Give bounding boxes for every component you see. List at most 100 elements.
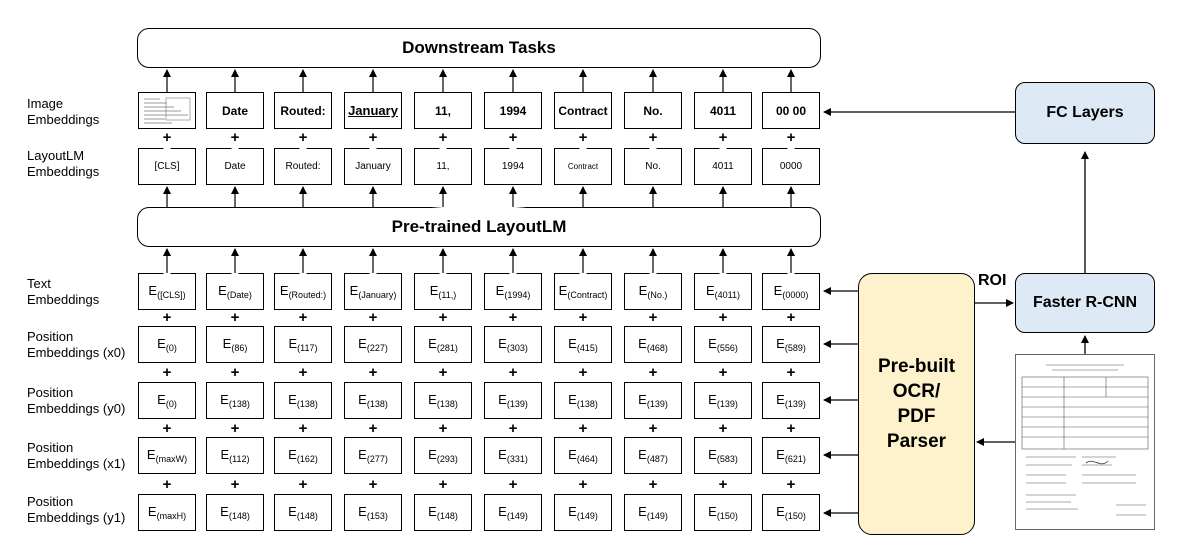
pretrained-layoutlm-label: Pre-trained LayoutLM: [391, 217, 567, 236]
embedding-letter: E: [568, 447, 577, 462]
embedding-symbol: E(162): [288, 447, 318, 464]
position-y0-embedding-cell: E(139): [694, 382, 752, 419]
plus-sign: +: [230, 420, 240, 437]
text-embedding-cell: E(No.): [624, 273, 682, 310]
layoutlm-token-cell: Routed:: [274, 148, 332, 185]
plus-sign: +: [578, 364, 588, 381]
embedding-letter: E: [568, 336, 577, 351]
plus-sign: +: [368, 420, 378, 437]
position-x1-embedding-cell: E(621): [762, 437, 820, 474]
layoutlm-token-cell: 4011: [694, 148, 752, 185]
position-y0-embedding-cell: E(139): [762, 382, 820, 419]
layoutlm-token-text: 11,: [436, 161, 450, 172]
embedding-letter: E: [708, 336, 717, 351]
plus-sign: +: [438, 476, 448, 493]
embedding-subscript: (148): [436, 511, 458, 521]
text-embedding-cell: E(Routed:): [274, 273, 332, 310]
embedding-subscript: (Contract): [567, 290, 608, 300]
position-y0-embedding-cell: E(139): [484, 382, 542, 419]
layoutlm-token-cell: No.: [624, 148, 682, 185]
position-y1-embedding-cell: E(148): [274, 494, 332, 531]
image-token-text: Date: [221, 103, 248, 118]
layoutlm-token-text: Date: [224, 161, 246, 172]
layoutlm-token-cell: Contract: [554, 148, 612, 185]
image-token-cell: [138, 92, 196, 129]
position-x1-embedding-cell: E(112): [206, 437, 264, 474]
plus-sign: +: [162, 309, 172, 326]
embedding-letter: E: [288, 336, 298, 351]
embedding-letter: E: [708, 392, 717, 407]
document-lines-graphic: [1021, 364, 1149, 516]
embedding-letter: E: [773, 283, 783, 298]
position-x1-embedding-cell: E(162): [274, 437, 332, 474]
embedding-letter: E: [708, 447, 717, 462]
position-y1-embedding-cell: E(153): [344, 494, 402, 531]
embedding-letter: E: [429, 283, 439, 298]
embedding-letter: E: [220, 504, 229, 519]
embedding-symbol: E([CLS]): [148, 283, 185, 300]
embedding-letter: E: [148, 283, 158, 298]
plus-sign: +: [786, 476, 796, 493]
embedding-letter: E: [358, 447, 367, 462]
embedding-symbol: E(556): [708, 336, 738, 353]
embedding-symbol: E(583): [708, 447, 738, 464]
image-token-text: 11,: [434, 103, 452, 118]
position-y0-embedding-cell: E(138): [274, 382, 332, 419]
position-x0-embedding-cell: E(415): [554, 326, 612, 363]
embedding-symbol: E(0000): [774, 283, 809, 300]
embedding-letter: E: [776, 447, 785, 462]
embedding-symbol: E(138): [288, 392, 318, 409]
embedding-subscript: (138): [436, 399, 458, 409]
embedding-subscript: (0): [165, 399, 177, 409]
embedding-letter: E: [428, 504, 437, 519]
pretrained-layoutlm-bar: Pre-trained LayoutLM: [137, 207, 821, 247]
position-y0-embedding-cell: E(138): [206, 382, 264, 419]
downstream-tasks-bar: Downstream Tasks: [137, 28, 821, 68]
image-token-text: Routed:: [280, 103, 326, 118]
embedding-symbol: E(maxH): [148, 504, 186, 521]
embedding-letter: E: [288, 504, 297, 519]
embedding-letter: E: [428, 392, 437, 407]
text-embedding-cell: E(Date): [206, 273, 264, 310]
embedding-subscript: (1994): [504, 290, 531, 300]
embedding-subscript: (148): [228, 511, 250, 521]
embedding-letter: E: [498, 504, 507, 519]
embedding-symbol: E(227): [358, 336, 388, 353]
layoutlm-token-text: 1994: [501, 161, 525, 172]
position-y1-embedding-cell: E(148): [414, 494, 472, 531]
position-y1-embedding-cell: E(149): [554, 494, 612, 531]
embedding-letter: E: [638, 392, 647, 407]
position-y1-embedding-cell: E(150): [762, 494, 820, 531]
position-x1-embedding-cell: E(583): [694, 437, 752, 474]
plus-sign: +: [298, 364, 308, 381]
plus-sign: +: [578, 420, 588, 437]
position-x1-embedding-cell: E(487): [624, 437, 682, 474]
plus-sign: +: [508, 420, 518, 437]
position-x1-embedding-cell: E(maxW): [138, 437, 196, 474]
embedding-subscript: (148): [296, 511, 318, 521]
embedding-symbol: E(0): [157, 336, 177, 353]
position-x1-embedding-cell: E(277): [344, 437, 402, 474]
image-token-cell: 11,: [414, 92, 472, 129]
text-embedding-cell: E(Contract): [554, 273, 612, 310]
embedding-symbol: E(148): [220, 504, 250, 521]
plus-sign: +: [438, 364, 448, 381]
layoutlm-token-cell: 0000: [762, 148, 820, 185]
embedding-letter: E: [358, 336, 367, 351]
embedding-letter: E: [358, 392, 367, 407]
embedding-subscript: (227): [366, 343, 388, 353]
embedding-subscript: (589): [784, 343, 806, 353]
embedding-letter: E: [776, 504, 785, 519]
embedding-symbol: E(Date): [218, 283, 252, 300]
embedding-subscript: ([CLS]): [157, 290, 186, 300]
plus-sign: +: [298, 309, 308, 326]
parser-line-1: Pre-built: [877, 356, 956, 377]
embedding-symbol: E(11,): [430, 283, 457, 300]
embedding-letter: E: [568, 392, 577, 407]
embedding-symbol: E(86): [223, 336, 248, 353]
image-token-cell: Date: [206, 92, 264, 129]
position-y0-embedding-cell: E(138): [554, 382, 612, 419]
text-embedding-cell: E(1994): [484, 273, 542, 310]
